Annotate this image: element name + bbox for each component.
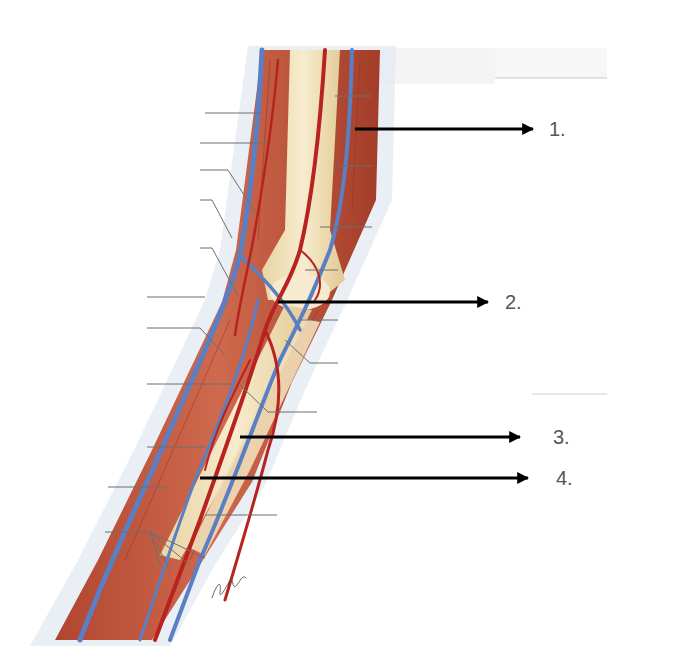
panel-edge: [532, 394, 607, 395]
artery: [300, 250, 320, 300]
elbow-joint: [270, 274, 330, 310]
leader-line: [305, 270, 338, 271]
arteries: [155, 50, 325, 640]
background-panels: [380, 48, 607, 394]
fascia-outline: [30, 46, 396, 646]
vein: [80, 50, 262, 640]
signature: [212, 577, 246, 598]
panel-edge: [495, 78, 607, 79]
leader-line: [108, 487, 168, 488]
leader-lines: [105, 96, 372, 570]
callout-arrow: [200, 477, 528, 480]
artery: [235, 60, 278, 335]
muscle-mass: [55, 50, 380, 640]
callout-number: 1.: [549, 118, 566, 140]
callout-arrows: [200, 129, 533, 478]
leader-line: [335, 96, 372, 97]
callout-arrow: [355, 128, 533, 131]
leader-line: [200, 248, 238, 296]
leader-line: [285, 340, 338, 363]
leader-line: [205, 113, 262, 114]
artery: [225, 330, 279, 600]
leader-line: [200, 143, 265, 144]
leader-line: [320, 227, 372, 228]
leader-line: [200, 170, 255, 212]
callout-number: 4.: [556, 467, 573, 489]
leader-line: [205, 515, 277, 516]
leader-line: [335, 166, 372, 167]
panel: [495, 48, 607, 78]
veins: [80, 50, 352, 640]
callout-arrow: [240, 436, 520, 439]
panel: [380, 48, 495, 84]
leader-line: [240, 385, 317, 412]
leader-line: [147, 297, 205, 298]
vein: [140, 300, 258, 640]
artery: [205, 360, 250, 470]
leader-line: [147, 328, 225, 355]
artery: [155, 50, 325, 640]
leader-line: [147, 384, 232, 385]
leader-line: [105, 532, 205, 570]
leader-line: [300, 320, 338, 321]
callout-number: 3.: [553, 426, 570, 448]
leader-line: [147, 447, 205, 448]
callout-number: 2.: [505, 291, 522, 313]
leader-line: [200, 200, 232, 238]
callout-arrow: [278, 301, 488, 304]
muscle-fibre: [352, 60, 360, 210]
